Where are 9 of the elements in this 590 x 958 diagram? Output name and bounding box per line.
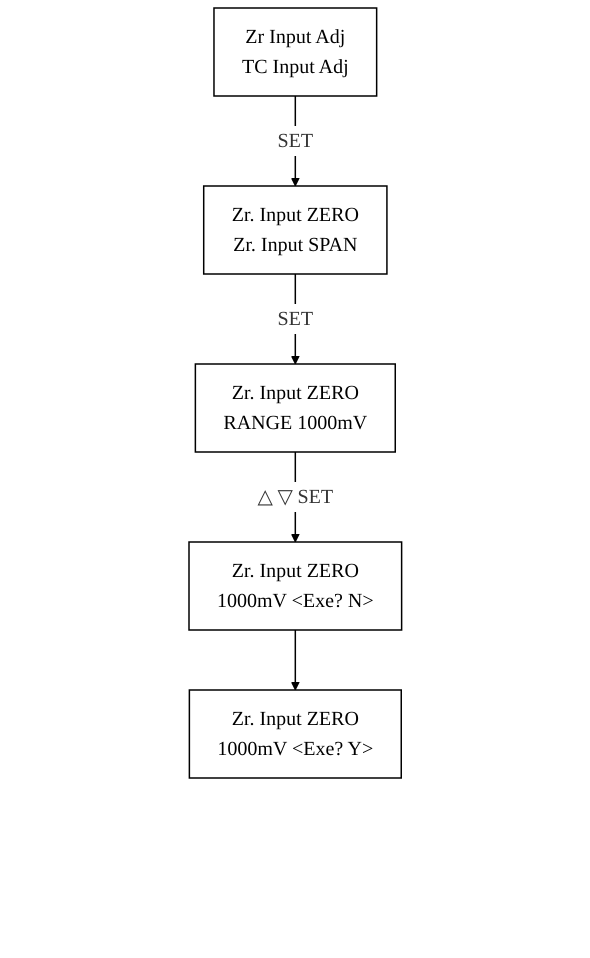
edge-label: △ ▽ SET [257, 486, 333, 508]
edge-label: SET [277, 308, 313, 330]
node-box: Zr. Input ZERO 1000mV <Exe? N> [188, 541, 402, 631]
node-box: Zr Input Adj TC Input Adj [212, 7, 378, 97]
edge-label: SET [277, 130, 313, 152]
node-box: Zr. Input ZERO RANGE 1000mV [194, 363, 396, 453]
node-box: Zr. Input ZERO 1000mV <Exe? Y> [188, 689, 402, 779]
arrow [290, 630, 300, 690]
node-box: Zr. Input ZERO Zr. Input SPAN [202, 185, 388, 275]
